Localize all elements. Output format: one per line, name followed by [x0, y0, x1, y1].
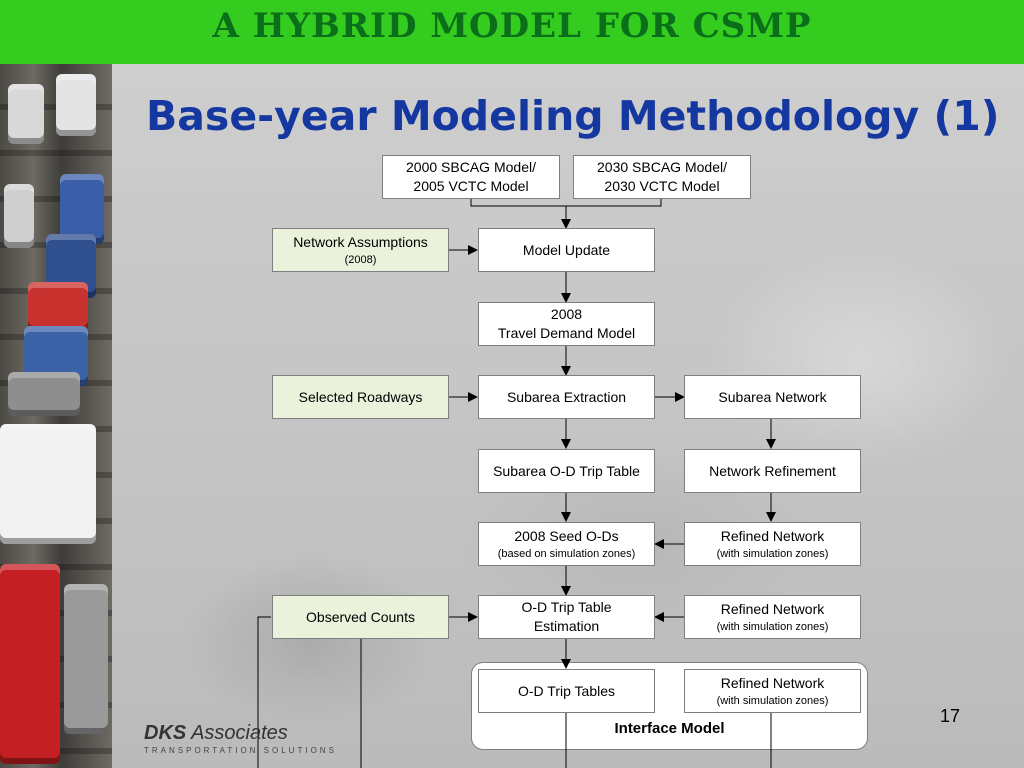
box-od-trip-tables-label: O-D Trip Tables	[518, 682, 615, 699]
box-network-assumptions: Network Assumptions (2008)	[272, 228, 449, 272]
connector-left-branch	[257, 616, 271, 768]
box-model-update: Model Update	[478, 228, 655, 272]
box-2000-sbcag-line1: 2000 SBCAG Model/	[406, 159, 536, 175]
traffic-photo-strip	[0, 64, 112, 768]
box-refined-network-1: Refined Network (with simulation zones)	[684, 522, 861, 566]
slide-title: Base-year Modeling Methodology (1)	[146, 92, 1000, 140]
page-number: 17	[939, 706, 961, 726]
box-network-refinement: Network Refinement	[684, 449, 861, 493]
box-seed-ods-line1: 2008 Seed O-Ds	[514, 527, 619, 544]
box-model-update-label: Model Update	[522, 241, 611, 258]
box-subarea-extraction-label: Subarea Extraction	[506, 388, 627, 405]
box-refined-network-2-line2: (with simulation zones)	[716, 620, 829, 633]
logo-name: Associates	[191, 722, 288, 744]
box-2030-sbcag-line2: 2030 VCTC Model	[604, 178, 720, 194]
box-network-assumptions-line1: Network Assumptions	[293, 233, 428, 250]
box-refined-network-2-line1: Refined Network	[720, 600, 825, 617]
box-2000-sbcag-model: 2000 SBCAG Model/ 2005 VCTC Model	[382, 155, 560, 199]
header-title: A Hybrid Model for CSMP	[212, 6, 812, 46]
box-refined-network-3-line1: Refined Network	[720, 674, 825, 691]
box-subarea-od-trip-table: Subarea O-D Trip Table	[478, 449, 655, 493]
box-subarea-od-label: Subarea O-D Trip Table	[493, 462, 640, 479]
box-observed-counts-label: Observed Counts	[306, 608, 415, 625]
box-2030-sbcag-model: 2030 SBCAG Model/ 2030 VCTC Model	[573, 155, 751, 199]
interface-model-label: Interface Model	[614, 720, 725, 737]
box-subarea-network: Subarea Network	[684, 375, 861, 419]
box-network-refinement-label: Network Refinement	[709, 462, 836, 479]
box-subarea-network-label: Subarea Network	[718, 388, 827, 405]
connector-sbcag2030	[566, 199, 662, 207]
box-2030-sbcag-line1: 2030 SBCAG Model/	[597, 159, 727, 175]
box-network-assumptions-line2: (2008)	[344, 253, 377, 266]
logo-tagline: TRANSPORTATION SOLUTIONS	[144, 746, 337, 755]
box-refined-network-3: Refined Network (with simulation zones)	[684, 669, 861, 713]
box-travel-demand-model: 2008 Travel Demand Model	[478, 302, 655, 346]
box-seed-ods: 2008 Seed O-Ds (based on simulation zone…	[478, 522, 655, 566]
box-travel-demand-line1: 2008	[550, 306, 583, 322]
header-band	[0, 0, 1024, 64]
box-refined-network-2: Refined Network (with simulation zones)	[684, 595, 861, 639]
box-od-trip-table-estimation: O-D Trip Table Estimation	[478, 595, 655, 639]
logo-brand: DKS	[144, 722, 187, 744]
box-travel-demand-line2: Travel Demand Model	[497, 325, 636, 341]
box-seed-ods-line2: (based on simulation zones)	[497, 547, 636, 560]
box-od-estimation-line1: O-D Trip Table	[521, 599, 612, 615]
box-refined-network-1-line2: (with simulation zones)	[716, 547, 829, 560]
dks-logo: DKS Associates TRANSPORTATION SOLUTIONS	[144, 722, 337, 755]
box-od-trip-tables: O-D Trip Tables	[478, 669, 655, 713]
box-od-estimation-line2: Estimation	[533, 618, 600, 634]
box-selected-roadways: Selected Roadways	[272, 375, 449, 419]
box-2000-sbcag-line2: 2005 VCTC Model	[413, 178, 529, 194]
box-refined-network-3-line2: (with simulation zones)	[716, 694, 829, 707]
box-refined-network-1-line1: Refined Network	[720, 527, 825, 544]
connector-sbcag2000	[470, 199, 566, 207]
box-selected-roadways-label: Selected Roadways	[298, 388, 423, 405]
box-subarea-extraction: Subarea Extraction	[478, 375, 655, 419]
box-observed-counts: Observed Counts	[272, 595, 449, 639]
logo-wordmark: DKS Associates	[144, 722, 337, 745]
